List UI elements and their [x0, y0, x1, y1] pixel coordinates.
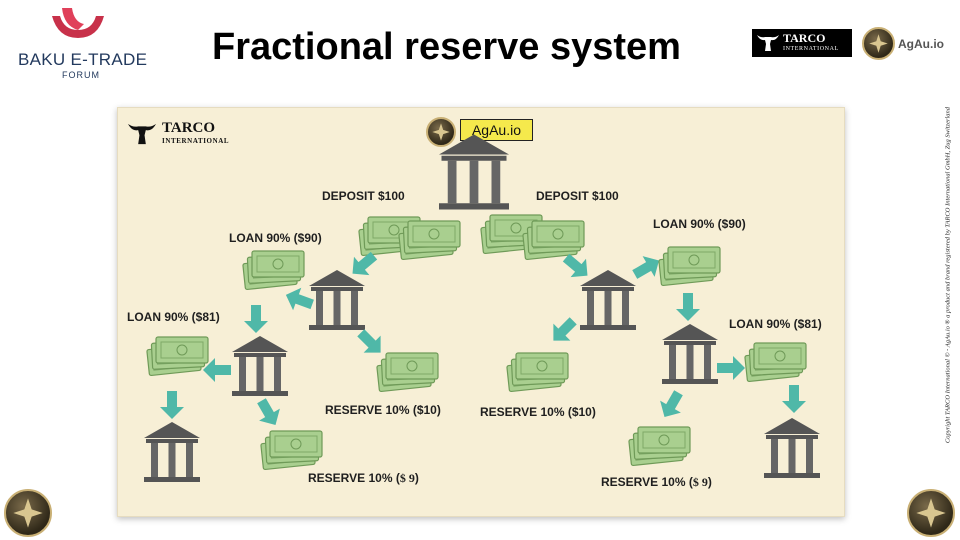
label-loan-left-1: LOAN 90% ($90): [229, 231, 322, 245]
label-loan-left-2: LOAN 90% ($81): [127, 310, 220, 324]
bank-icon-right-1: [580, 270, 636, 330]
reserve-left-1-money-icon: [377, 353, 438, 392]
arrow-icon-r6: [654, 386, 689, 423]
agau-header-logo: AgAu.io: [862, 27, 952, 61]
tarco-header-name: TARCO: [783, 31, 826, 45]
baku-logo-subtitle: FORUM: [62, 70, 100, 80]
central-bank-icon: [439, 134, 509, 210]
deposit-left-money-icon-2: [399, 221, 460, 260]
label-deposit-left: DEPOSIT $100: [322, 189, 405, 203]
arrow-icon-l4: [244, 305, 268, 333]
bank-icon-left-2: [232, 336, 288, 396]
tarco-panel-name: TARCO: [162, 120, 216, 136]
corner-coin-left-icon: [4, 489, 52, 537]
loan-right-2-money-icon: [745, 343, 806, 382]
arrow-icon-r7: [782, 385, 806, 413]
arrow-icon-l6: [251, 394, 286, 431]
panel-coin-icon: [426, 117, 456, 147]
loan-left-1-money-icon: [243, 251, 304, 290]
label-reserve-left-1: RESERVE 10% ($10): [325, 403, 441, 417]
label-reserve-right-2: RESERVE 10% ($ 9): [601, 475, 712, 489]
page-title: Fractional reserve system: [212, 26, 681, 68]
label-reserve-left-2: RESERVE 10% ($ 9): [308, 471, 419, 485]
corner-coin-right-icon: [907, 489, 955, 537]
tarco-panel-subtitle: INTERNATIONAL: [162, 137, 230, 145]
label-deposit-right: DEPOSIT $100: [536, 189, 619, 203]
bank-icon-left-3: [144, 422, 200, 482]
bank-icon-left-1: [309, 270, 365, 330]
baku-logo-name: BAKU E-TRADE: [18, 50, 148, 69]
arrow-icon-r5: [717, 356, 745, 380]
label-loan-right-2: LOAN 90% ($81): [729, 317, 822, 331]
loan-left-2-money-icon: [147, 337, 208, 376]
arrow-icon-l7: [160, 391, 184, 419]
arrow-icon-r4: [676, 293, 700, 321]
tarco-header-subtitle: INTERNATIONAL: [783, 46, 839, 52]
agau-coin-icon: [862, 27, 895, 60]
bank-icon-right-3: [764, 418, 820, 478]
bank-icon-right-2: [662, 324, 718, 384]
arrow-icon-r3: [544, 312, 582, 350]
baku-etrade-logo: BAKU E-TRADE FORUM: [10, 6, 147, 80]
panel-bull-icon: [128, 123, 156, 145]
diagram-panel: [117, 107, 845, 517]
baku-logo-mark: [52, 8, 104, 38]
reserve-right-1-money-icon: [507, 353, 568, 392]
loan-right-1-money-icon: [659, 247, 720, 286]
label-reserve-right-1: RESERVE 10% ($10): [480, 405, 596, 419]
label-loan-right-1: LOAN 90% ($90): [653, 217, 746, 231]
agau-header-name: AgAu.io: [898, 37, 944, 51]
tarco-header-logo: TARCO INTERNATIONAL: [752, 29, 852, 57]
deposit-right-money-icon-2: [523, 221, 584, 260]
bull-icon: [757, 35, 779, 51]
agau-badge: AgAu.io: [460, 119, 533, 141]
reserve-left-2-money-icon: [261, 431, 322, 470]
reserve-right-2-money-icon: [629, 427, 690, 466]
